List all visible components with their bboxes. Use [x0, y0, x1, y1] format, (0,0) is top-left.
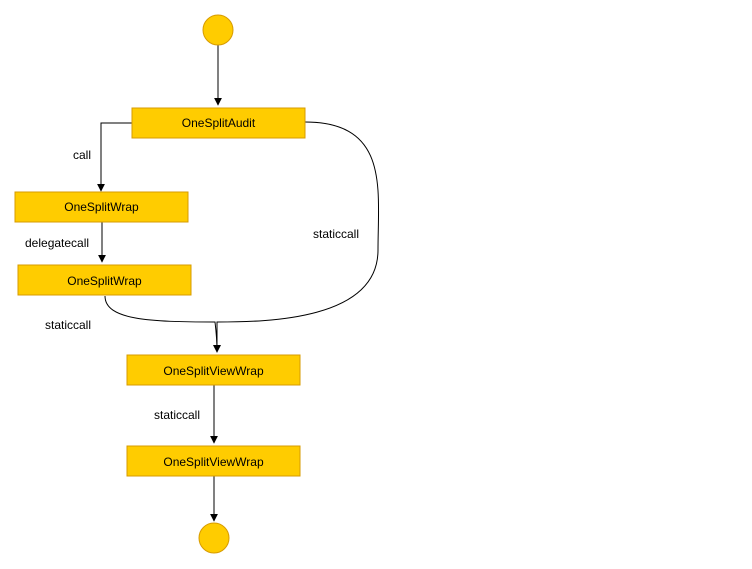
node-onesplitwrap-1: OneSplitWrap — [14, 191, 189, 223]
node-onesplitviewwrap-1: OneSplitViewWrap — [126, 354, 301, 386]
edge-audit-to-view1 — [213, 121, 380, 353]
edge-label-staticcall-view: staticcall — [154, 408, 200, 422]
node-onesplitviewwrap-2: OneSplitViewWrap — [126, 445, 301, 477]
node-label-onesplitviewwrap-2: OneSplitViewWrap — [163, 455, 264, 469]
edge-label-staticcall-wrap2: staticcall — [45, 318, 91, 332]
node-label-onesplitaudit: OneSplitAudit — [182, 116, 256, 130]
node-label-onesplitviewwrap-1: OneSplitViewWrap — [163, 364, 264, 378]
edge-label-call: call — [73, 148, 91, 162]
edge-label-delegatecall: delegatecall — [25, 236, 89, 250]
node-label-onesplitwrap-1: OneSplitWrap — [64, 200, 139, 214]
node-label-onesplitwrap-2: OneSplitWrap — [67, 274, 142, 288]
end-node — [198, 522, 230, 554]
edge-wrap2-to-view1 — [104, 295, 221, 353]
edge-audit-to-wrap1 — [97, 122, 132, 192]
node-onesplitaudit: OneSplitAudit — [131, 107, 306, 139]
node-onesplitwrap-2: OneSplitWrap — [17, 264, 192, 296]
start-node — [202, 14, 234, 46]
edge-label-staticcall-audit: staticcall — [313, 227, 359, 241]
